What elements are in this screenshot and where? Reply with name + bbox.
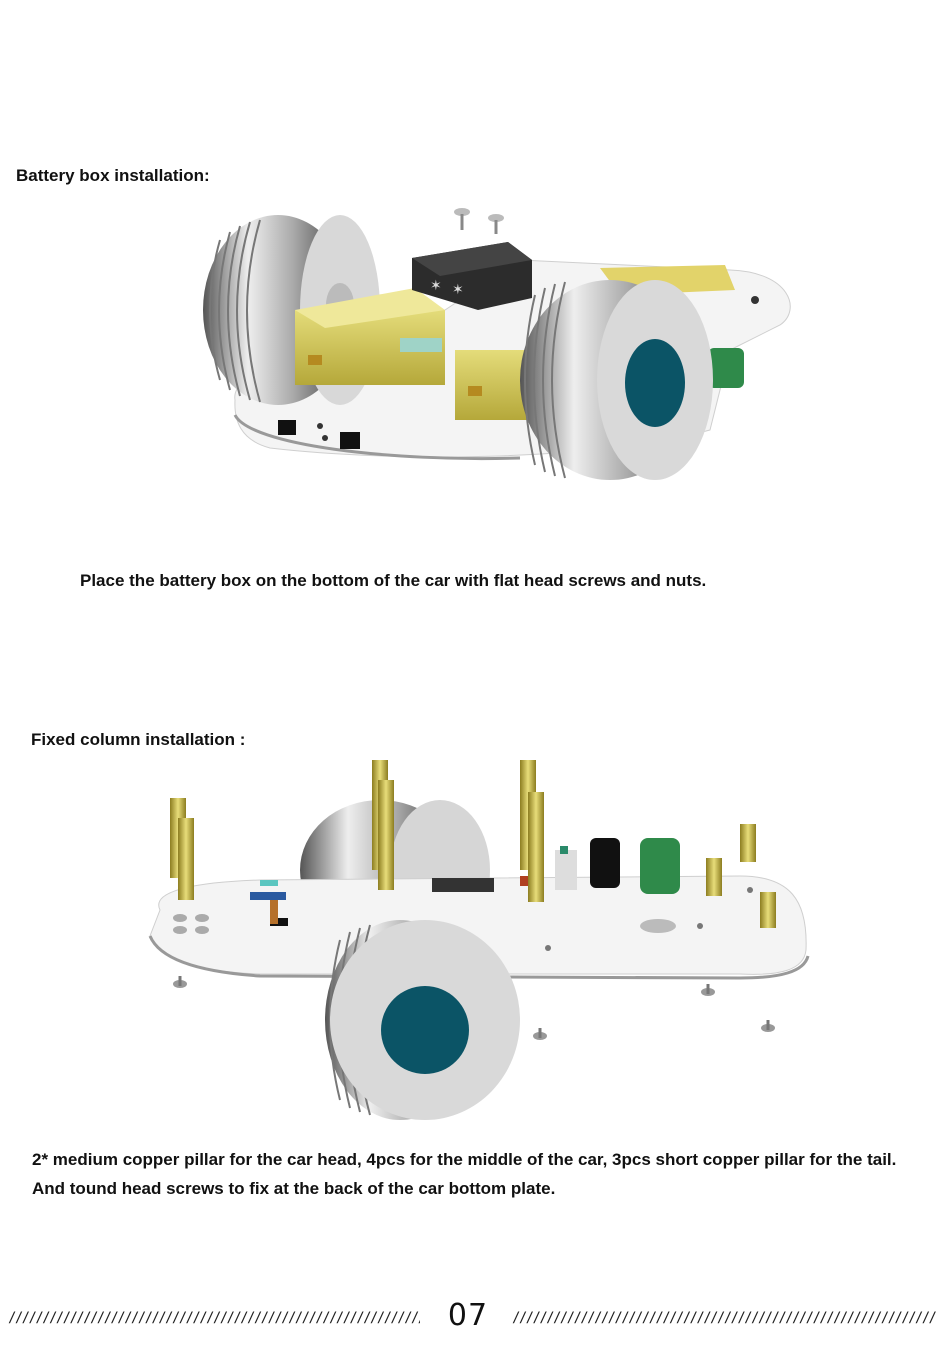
battery-box-caption: Place the battery box on the bottom of t… [80, 571, 707, 590]
svg-text:✶: ✶ [452, 281, 464, 297]
footer-slash-divider-right: ////////////////////////////////////////… [512, 1310, 936, 1326]
fixed-column-illustration [148, 760, 810, 1120]
footer-slash-divider-left: ////////////////////////////////////////… [8, 1310, 420, 1326]
fixed-column-heading: Fixed column installation : [31, 730, 246, 749]
battery-box-illustration: ✶ ✶ [203, 208, 791, 480]
page-footer: ////////////////////////////////////////… [0, 1298, 940, 1342]
page-number: 07 [447, 1298, 489, 1333]
svg-text:✶: ✶ [430, 277, 442, 293]
fixed-column-caption: 2* medium copper pillar for the car head… [32, 1150, 897, 1198]
battery-box-heading: Battery box installation: [16, 166, 210, 185]
